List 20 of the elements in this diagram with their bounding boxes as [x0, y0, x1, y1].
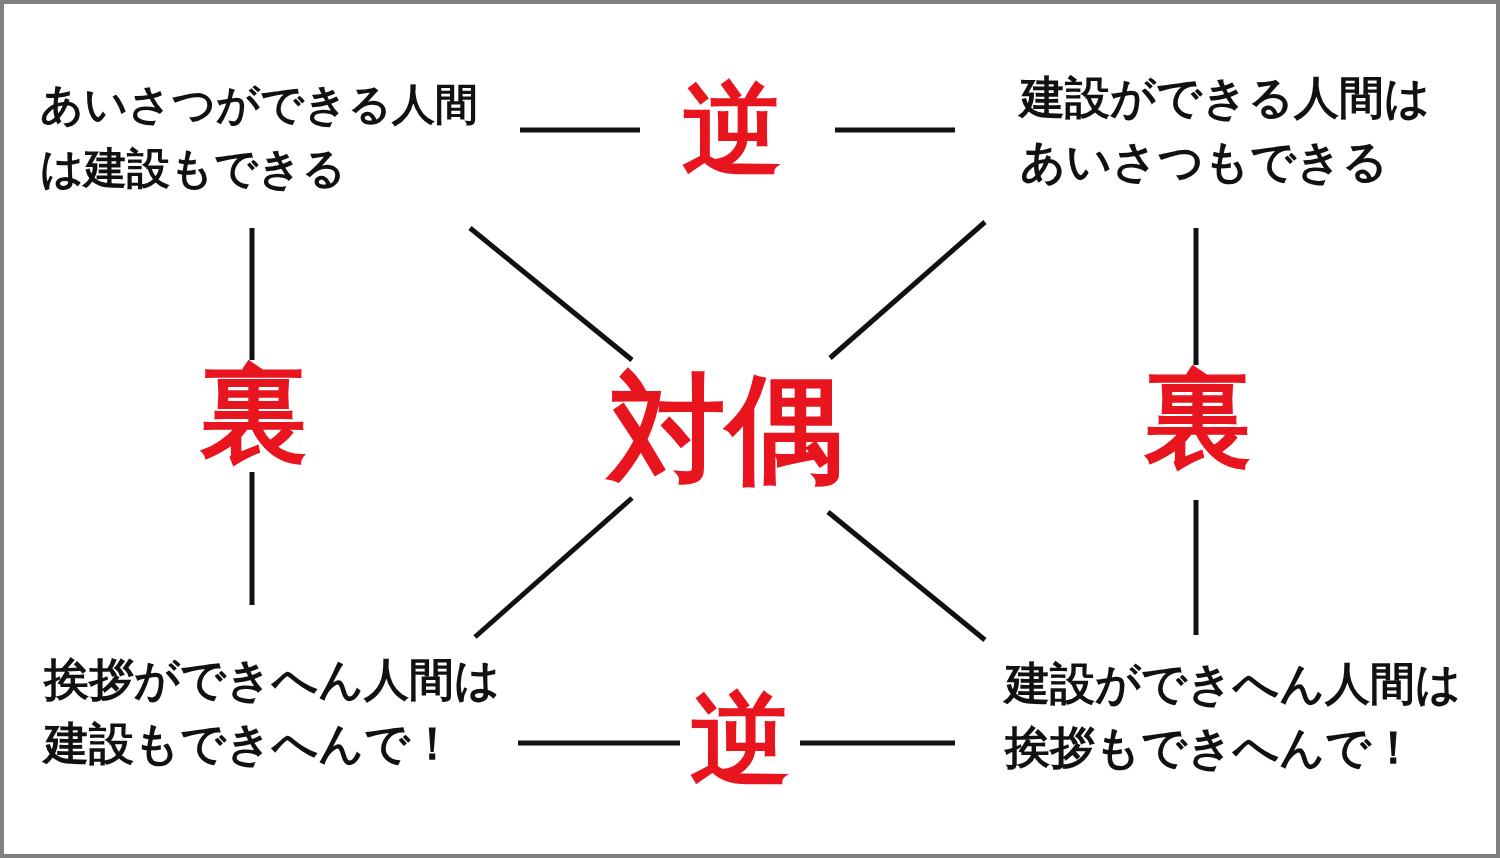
- relation-label: 裏: [196, 360, 311, 468]
- relation-label: 逆: [672, 80, 792, 180]
- connector-line: [468, 226, 634, 362]
- connector-line: [1193, 228, 1199, 365]
- statement-text: あいさつができる人間は建設もできる: [40, 72, 518, 200]
- connector-line: [800, 740, 955, 746]
- relation-label: 裏: [1140, 365, 1255, 473]
- connector-line: [826, 510, 987, 642]
- connector-line: [249, 228, 255, 360]
- connector-line: [520, 127, 640, 133]
- connector-line: [473, 496, 634, 639]
- statement-text: 挨拶ができへん人間は建設もできへんで！: [44, 648, 500, 776]
- statement-text: 建設ができる人間はあいさつもできる: [1020, 66, 1438, 194]
- connector-line: [1193, 500, 1199, 635]
- connector-line: [518, 740, 680, 746]
- connector-line: [828, 220, 987, 360]
- relation-label: 逆: [680, 690, 800, 790]
- connector-line: [835, 127, 955, 133]
- statement-text: 建設ができへん人間は挨拶もできへんで！: [1005, 652, 1461, 780]
- connector-line: [249, 472, 255, 605]
